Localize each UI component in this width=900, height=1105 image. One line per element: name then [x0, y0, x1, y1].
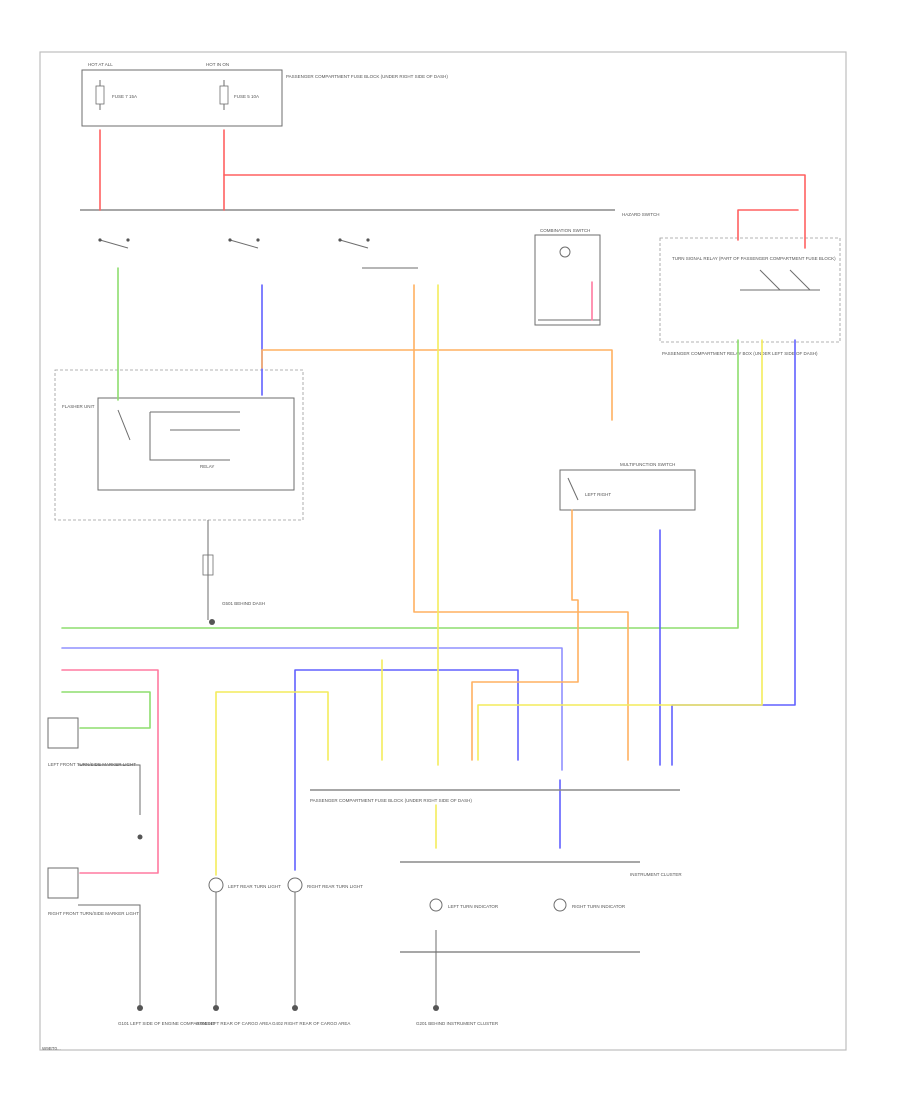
fuse-block: HOT AT ALL HOT IN ON PASSENGER COMPARTME…	[81, 62, 448, 127]
wire-red-main	[223, 129, 806, 249]
svg-text:LEFT TURN INDICATOR: LEFT TURN INDICATOR	[448, 904, 499, 909]
wire-red-relay	[737, 209, 799, 241]
svg-text:COMBINATION SWITCH: COMBINATION SWITCH	[540, 228, 590, 233]
svg-text:RIGHT FRONT TURN/SIDE MARKER L: RIGHT FRONT TURN/SIDE MARKER LIGHT	[48, 911, 139, 916]
left-turn-indicator: LEFT TURN INDICATOR	[429, 898, 499, 912]
svg-text:RIGHT TURN INDICATOR: RIGHT TURN INDICATOR	[572, 904, 626, 909]
wire-blue-rear	[294, 669, 519, 871]
svg-text:MULTIFUNCTION SWITCH: MULTIFUNCTION SWITCH	[620, 462, 675, 467]
right-rear-turn-lamp: RIGHT REAR TURN LIGHT	[287, 877, 363, 1005]
hazard-switch-label: HAZARD SWITCH	[622, 212, 660, 217]
svg-text:FLASHER UNIT: FLASHER UNIT	[62, 404, 95, 409]
svg-text:LEFT RIGHT: LEFT RIGHT	[585, 492, 611, 497]
svg-text:FUSE 7 15A: FUSE 7 15A	[112, 94, 137, 99]
wire-yellow-right	[477, 339, 763, 761]
svg-text:FUSE 5 10A: FUSE 5 10A	[234, 94, 259, 99]
instrument-cluster-label: INSTRUMENT CLUSTER	[630, 872, 682, 877]
wire-green-long	[61, 339, 739, 629]
left-front-turn-lamp: LEFT FRONT TURN/SIDE MARKER LIGHT	[47, 717, 141, 815]
svg-text:G401 LEFT REAR OF CARGO AREA: G401 LEFT REAR OF CARGO AREA	[196, 1021, 271, 1026]
wire-orange-mfs	[471, 509, 579, 761]
wire-orange-long	[413, 284, 629, 761]
svg-text:TURN SIGNAL RELAY (PART OF PAS: TURN SIGNAL RELAY (PART OF PASSENGER COM…	[672, 256, 836, 261]
cluster-ground-label: G201 BEHIND INSTRUMENT CLUSTER	[416, 1021, 499, 1026]
wire-yellow-rear	[215, 691, 329, 876]
ground-right: G402 RIGHT REAR OF CARGO AREA	[272, 1005, 350, 1026]
footer-code: W9BT0...	[42, 1046, 61, 1051]
hazard-switch-contacts	[98, 238, 418, 269]
left-rear-turn-lamp: LEFT REAR TURN LIGHT	[208, 877, 281, 1005]
ground-left: G101 LEFT SIDE OF ENGINE COMPARTMENT	[118, 834, 215, 1026]
right-turn-indicator: RIGHT TURN INDICATOR	[553, 898, 626, 912]
multifunction-switch: MULTIFUNCTION SWITCH LEFT RIGHT	[559, 462, 696, 511]
ground-center: G401 LEFT REAR OF CARGO AREA	[196, 1005, 271, 1026]
svg-text:RELAY: RELAY	[200, 464, 214, 469]
svg-text:PASSENGER COMPARTMENT RELAY BO: PASSENGER COMPARTMENT RELAY BOX (UNDER L…	[662, 351, 818, 356]
wire-orange-top	[261, 349, 613, 421]
wire-green-left-front	[61, 691, 151, 729]
svg-text:HOT AT ALL: HOT AT ALL	[88, 62, 113, 67]
svg-text:RIGHT REAR TURN LIGHT: RIGHT REAR TURN LIGHT	[307, 884, 363, 889]
svg-text:PASSENGER COMPARTMENT FUSE BLO: PASSENGER COMPARTMENT FUSE BLOCK (UNDER …	[286, 74, 448, 79]
wire-pink-right-front	[61, 669, 159, 874]
combination-switch: COMBINATION SWITCH	[534, 228, 601, 326]
diagram-frame	[39, 51, 847, 1051]
lower-fuse-label: PASSENGER COMPARTMENT FUSE BLOCK (UNDER …	[310, 798, 472, 803]
flasher-ground: G501 BEHIND DASH	[202, 520, 265, 625]
svg-text:G101 LEFT SIDE OF ENGINE COMPA: G101 LEFT SIDE OF ENGINE COMPARTMENT	[118, 1021, 215, 1026]
wire-violet	[61, 647, 563, 771]
flasher-unit: FLASHER UNIT RELAY	[54, 369, 304, 521]
cluster-ground	[433, 1005, 439, 1011]
wire-blue-right	[671, 339, 796, 766]
relay-box: PASSENGER COMPARTMENT RELAY BOX (UNDER L…	[659, 237, 841, 356]
svg-text:G501 BEHIND DASH: G501 BEHIND DASH	[222, 601, 265, 606]
svg-text:LEFT REAR TURN LIGHT: LEFT REAR TURN LIGHT	[228, 884, 281, 889]
svg-text:G402 RIGHT REAR OF CARGO AREA: G402 RIGHT REAR OF CARGO AREA	[272, 1021, 350, 1026]
right-front-turn-lamp: RIGHT FRONT TURN/SIDE MARKER LIGHT	[47, 867, 141, 1005]
svg-text:HOT IN ON: HOT IN ON	[206, 62, 229, 67]
